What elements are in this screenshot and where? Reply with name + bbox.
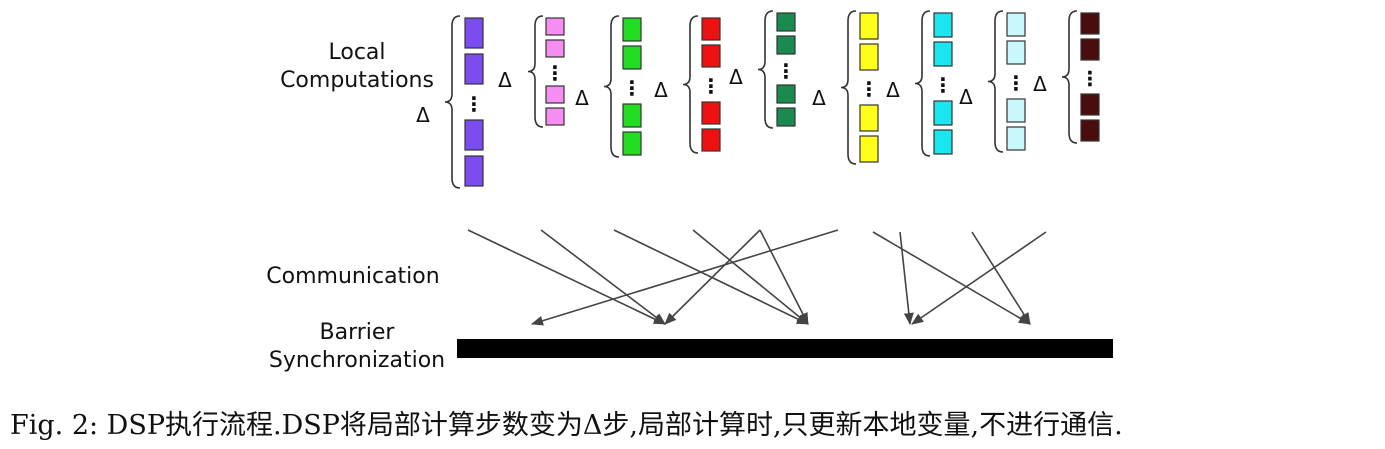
communication-arrows bbox=[467, 229, 1047, 326]
computation-block bbox=[701, 44, 721, 68]
computation-block bbox=[776, 35, 796, 55]
computation-block bbox=[545, 39, 565, 58]
delta-label: Δ bbox=[654, 78, 668, 102]
brace-icon bbox=[914, 10, 931, 157]
ellipsis-icon: ⋮ bbox=[1080, 67, 1100, 91]
computation-block bbox=[859, 12, 879, 40]
barrier-label-line2: Synchronization bbox=[268, 348, 446, 373]
worker-column-2: ⋮Δ bbox=[498, 15, 565, 128]
worker-column-8: ⋮Δ bbox=[959, 10, 1026, 153]
worker-column-9: ⋮Δ bbox=[1033, 10, 1100, 144]
computation-block bbox=[622, 131, 642, 156]
delta-label: Δ bbox=[1033, 72, 1047, 96]
ellipsis-icon: ⋮ bbox=[464, 92, 484, 116]
computation-block bbox=[859, 135, 879, 163]
computation-block bbox=[1006, 98, 1026, 123]
delta-label: Δ bbox=[416, 103, 430, 127]
ellipsis-icon: ⋮ bbox=[1006, 71, 1026, 95]
communication-arrow bbox=[759, 229, 809, 325]
worker-column-3: ⋮Δ bbox=[575, 15, 642, 158]
brace-icon bbox=[987, 10, 1004, 153]
computation-block bbox=[622, 103, 642, 128]
workers-group: ⋮Δ⋮Δ⋮Δ⋮Δ⋮Δ⋮Δ⋮Δ⋮Δ⋮Δ bbox=[416, 10, 1100, 189]
computation-block bbox=[464, 119, 484, 151]
brace-icon bbox=[1061, 10, 1078, 144]
computation-block bbox=[622, 17, 642, 42]
ellipsis-icon: ⋮ bbox=[933, 73, 953, 97]
computation-block bbox=[545, 17, 565, 36]
delta-label: Δ bbox=[812, 86, 826, 110]
computation-block bbox=[776, 12, 796, 32]
computation-block bbox=[859, 104, 879, 132]
communication-arrow bbox=[664, 229, 761, 325]
computation-block bbox=[1080, 38, 1100, 61]
delta-label: Δ bbox=[729, 65, 743, 89]
computation-block bbox=[622, 45, 642, 70]
communication-arrow bbox=[872, 231, 1031, 325]
computation-block bbox=[933, 41, 953, 67]
worker-column-6: ⋮Δ bbox=[812, 10, 879, 165]
communication-arrow bbox=[692, 229, 809, 325]
communication-arrow bbox=[467, 229, 666, 325]
delta-label: Δ bbox=[886, 78, 900, 102]
figure-caption: Fig. 2: DSP执行流程.DSP将局部计算步数变为Δ步,局部计算时,只更新… bbox=[10, 410, 1123, 441]
computation-block bbox=[1080, 93, 1100, 116]
brace-icon bbox=[757, 10, 774, 129]
brace-icon bbox=[527, 15, 544, 128]
computation-block bbox=[1006, 12, 1026, 37]
computation-block bbox=[545, 85, 565, 104]
ellipsis-icon: ⋮ bbox=[859, 77, 879, 101]
ellipsis-icon: ⋮ bbox=[776, 59, 796, 83]
delta-label: Δ bbox=[575, 86, 589, 110]
computation-block bbox=[701, 17, 721, 41]
communication-arrow bbox=[911, 231, 1047, 325]
computation-block bbox=[933, 100, 953, 126]
worker-column-4: ⋮Δ bbox=[654, 15, 721, 154]
computation-block bbox=[545, 107, 565, 126]
brace-icon bbox=[682, 15, 699, 154]
computation-block bbox=[1006, 40, 1026, 65]
worker-column-1: ⋮Δ bbox=[416, 15, 484, 189]
delta-label: Δ bbox=[959, 85, 973, 109]
computation-block bbox=[1080, 12, 1100, 35]
brace-icon bbox=[840, 10, 857, 165]
delta-label: Δ bbox=[498, 68, 512, 92]
brace-icon bbox=[444, 15, 461, 189]
communication-arrow bbox=[613, 229, 809, 325]
barrier-label-line1: Barrier bbox=[319, 320, 395, 345]
computation-block bbox=[776, 107, 796, 127]
communication-arrow bbox=[971, 231, 1031, 325]
ellipsis-icon: ⋮ bbox=[545, 61, 565, 85]
computation-block bbox=[776, 84, 796, 104]
worker-column-7: ⋮Δ bbox=[886, 10, 953, 157]
ellipsis-icon: ⋮ bbox=[701, 74, 721, 98]
communication-arrow bbox=[899, 231, 914, 325]
computation-block bbox=[464, 155, 484, 187]
local-label-line2: Computations bbox=[280, 68, 434, 93]
computation-block bbox=[701, 128, 721, 152]
local-computations-label: Local Computations bbox=[272, 39, 442, 95]
computation-block bbox=[859, 43, 879, 71]
computation-block bbox=[701, 101, 721, 125]
barrier-synchronization-label: Barrier Synchronization bbox=[262, 319, 452, 375]
communication-arrow bbox=[531, 229, 839, 326]
computation-block bbox=[464, 53, 484, 85]
computation-block bbox=[933, 12, 953, 38]
communication-label: Communication bbox=[266, 264, 440, 289]
computation-block bbox=[464, 17, 484, 49]
computation-block bbox=[933, 129, 953, 155]
computation-block bbox=[1006, 126, 1026, 151]
communication-arrow bbox=[540, 229, 666, 325]
worker-column-5: ⋮Δ bbox=[729, 10, 796, 129]
ellipsis-icon: ⋮ bbox=[622, 76, 642, 100]
barrier-bar bbox=[457, 339, 1113, 358]
computation-block bbox=[1080, 119, 1100, 142]
brace-icon bbox=[603, 15, 620, 158]
local-label-line1: Local bbox=[328, 40, 386, 65]
